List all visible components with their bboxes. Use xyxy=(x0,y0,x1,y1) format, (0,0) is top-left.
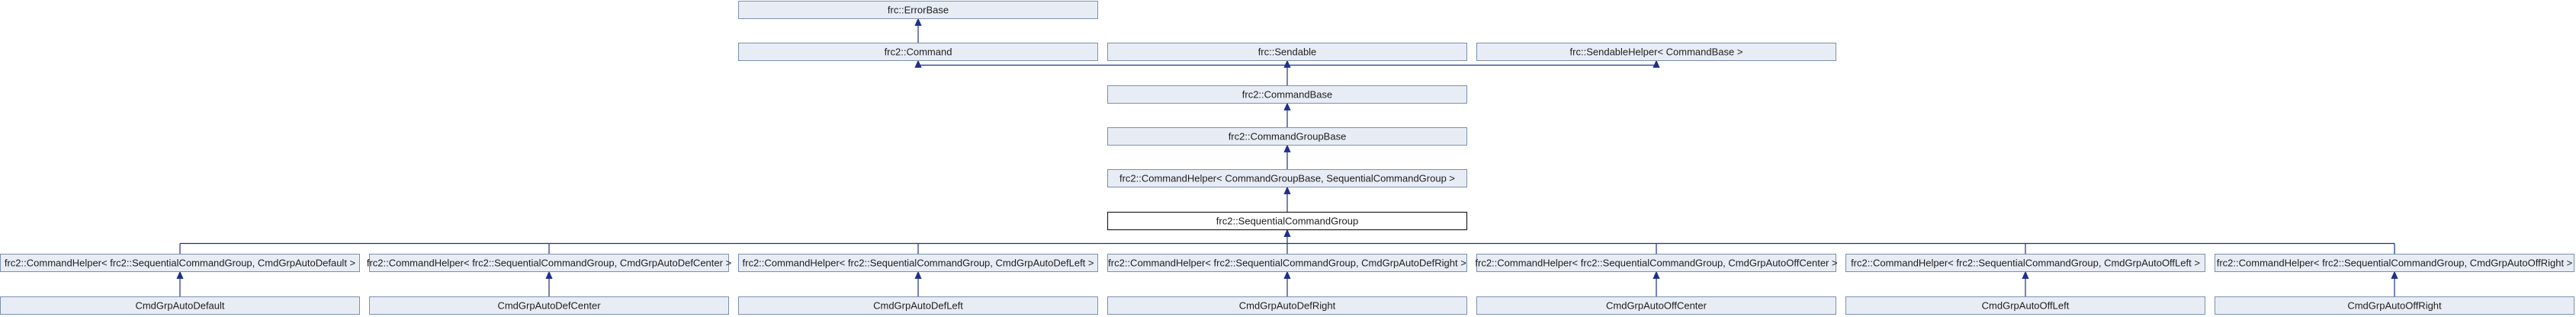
arrow-c_offleft-to-h_offleft xyxy=(2022,271,2029,279)
edges-layer xyxy=(176,18,2398,297)
class-node-label: CmdGrpAutoOffRight xyxy=(2347,300,2442,312)
arrow-c_defleft-to-h_defleft xyxy=(914,271,922,279)
class-node-label: frc2::CommandGroupBase xyxy=(1229,131,1347,142)
class-node-box xyxy=(1845,296,2205,315)
class-node-box xyxy=(738,43,1098,61)
arrow-command-to-errorbase xyxy=(914,18,922,26)
arrow-c_default-to-h_default xyxy=(176,271,184,279)
class-node-box xyxy=(2215,296,2574,315)
class-node-box xyxy=(1107,169,1467,187)
class-node-box xyxy=(1107,254,1467,272)
class-node-command[interactable]: frc2::Command xyxy=(738,43,1098,61)
arrow-c_defcenter-to-h_defcenter xyxy=(545,271,553,279)
class-node-h-default[interactable]: frc2::CommandHelper< frc2::SequentialCom… xyxy=(0,254,360,272)
class-node-label: frc2::CommandHelper< frc2::SequentialCom… xyxy=(2217,258,2573,269)
class-node-label: frc2::CommandHelper< frc2::SequentialCom… xyxy=(743,258,1094,269)
class-node-c-offleft[interactable]: CmdGrpAutoOffLeft xyxy=(1845,296,2205,315)
class-node-sendablehelper[interactable]: frc::SendableHelper< CommandBase > xyxy=(1476,43,1836,61)
class-node-box xyxy=(1107,127,1467,146)
class-node-label: CmdGrpAutoDefLeft xyxy=(873,300,963,312)
arrow-cmdhelper_seq-to-commandgroupbase xyxy=(1283,144,1291,152)
class-node-box xyxy=(1107,296,1467,315)
class-node-box xyxy=(1845,254,2205,272)
class-node-label: CmdGrpAutoDefault xyxy=(135,300,224,312)
class-node-box xyxy=(738,254,1098,272)
class-node-h-offcenter[interactable]: frc2::CommandHelper< frc2::SequentialCom… xyxy=(1475,254,1838,272)
class-node-label: frc2::CommandBase xyxy=(1242,89,1333,101)
arrow-commandbase-to-command xyxy=(914,59,922,68)
class-node-c-default[interactable]: CmdGrpAutoDefault xyxy=(0,296,360,315)
class-node-h-defright[interactable]: frc2::CommandHelper< frc2::SequentialCom… xyxy=(1107,254,1467,272)
class-node-c-offright[interactable]: CmdGrpAutoOffRight xyxy=(2215,296,2574,315)
class-node-commandgroupbase[interactable]: frc2::CommandGroupBase xyxy=(1107,127,1467,146)
arrow-c_defright-to-h_defright xyxy=(1283,271,1291,279)
arrow-to-seqgroup xyxy=(1283,229,1291,237)
class-node-h-defleft[interactable]: frc2::CommandHelper< frc2::SequentialCom… xyxy=(738,254,1098,272)
arrow-commandgroupbase-to-commandbase xyxy=(1283,102,1291,110)
class-node-commandbase[interactable]: frc2::CommandBase xyxy=(1107,85,1467,104)
class-node-label: frc2::CommandHelper< CommandGroupBase, S… xyxy=(1119,173,1455,184)
class-node-label: frc2::CommandHelper< frc2::SequentialCom… xyxy=(1851,258,2200,269)
class-node-sendable[interactable]: frc::Sendable xyxy=(1107,43,1467,61)
class-node-h-defcenter[interactable]: frc2::CommandHelper< frc2::SequentialCom… xyxy=(367,254,731,272)
class-node-h-offright[interactable]: frc2::CommandHelper< frc2::SequentialCom… xyxy=(2215,254,2574,272)
arrow-c_offright-to-h_offright xyxy=(2391,271,2398,279)
class-node-box xyxy=(1476,43,1836,61)
class-node-box xyxy=(369,254,729,272)
class-node-h-offleft[interactable]: frc2::CommandHelper< frc2::SequentialCom… xyxy=(1845,254,2205,272)
class-node-box xyxy=(1476,254,1836,272)
class-node-label: CmdGrpAutoDefCenter xyxy=(497,300,601,312)
class-node-box xyxy=(0,254,360,272)
class-node-label: frc::Sendable xyxy=(1258,46,1317,58)
class-node-label: frc2::SequentialCommandGroup xyxy=(1216,216,1358,227)
class-node-c-defright[interactable]: CmdGrpAutoDefRight xyxy=(1107,296,1467,315)
class-node-label: frc::SendableHelper< CommandBase > xyxy=(1570,46,1743,58)
class-node-box xyxy=(1107,85,1467,104)
class-node-box xyxy=(1107,211,1468,231)
class-node-label: frc2::CommandHelper< frc2::SequentialCom… xyxy=(1475,258,1837,269)
class-node-label: frc::ErrorBase xyxy=(888,5,949,16)
class-node-c-defcenter[interactable]: CmdGrpAutoDefCenter xyxy=(369,296,729,315)
class-node-errorbase[interactable]: frc::ErrorBase xyxy=(738,1,1098,19)
class-node-label: CmdGrpAutoOffCenter xyxy=(1606,300,1707,312)
arrow-commandbase-to-sendablehelper xyxy=(1653,59,1660,68)
arrow-c_offcenter-to-h_offcenter xyxy=(1653,271,1660,279)
class-node-cmdhelper-seq[interactable]: frc2::CommandHelper< CommandGroupBase, S… xyxy=(1107,169,1467,187)
class-node-c-defleft[interactable]: CmdGrpAutoDefLeft xyxy=(738,296,1098,315)
arrow-seqgroup-to-cmdhelper_seq xyxy=(1283,186,1291,194)
class-node-box xyxy=(738,1,1098,19)
class-node-label: CmdGrpAutoOffLeft xyxy=(1982,300,2070,312)
class-node-label: CmdGrpAutoDefRight xyxy=(1239,300,1336,312)
class-node-box xyxy=(1107,43,1467,61)
arrow-commandbase-to-sendable xyxy=(1283,59,1291,68)
class-node-box xyxy=(738,296,1098,315)
class-node-label: frc2::CommandHelper< frc2::SequentialCom… xyxy=(367,258,731,269)
class-node-seqgroup[interactable]: frc2::SequentialCommandGroup xyxy=(1107,211,1468,231)
class-node-label: frc2::CommandHelper< frc2::SequentialCom… xyxy=(5,258,355,269)
class-node-box xyxy=(2215,254,2574,272)
class-node-box xyxy=(1476,296,1836,315)
class-node-label: frc2::Command xyxy=(885,46,952,58)
class-node-label: frc2::CommandHelper< frc2::SequentialCom… xyxy=(1108,258,1466,269)
class-node-box xyxy=(0,296,360,315)
class-node-box xyxy=(369,296,729,315)
class-node-c-offcenter[interactable]: CmdGrpAutoOffCenter xyxy=(1476,296,1836,315)
